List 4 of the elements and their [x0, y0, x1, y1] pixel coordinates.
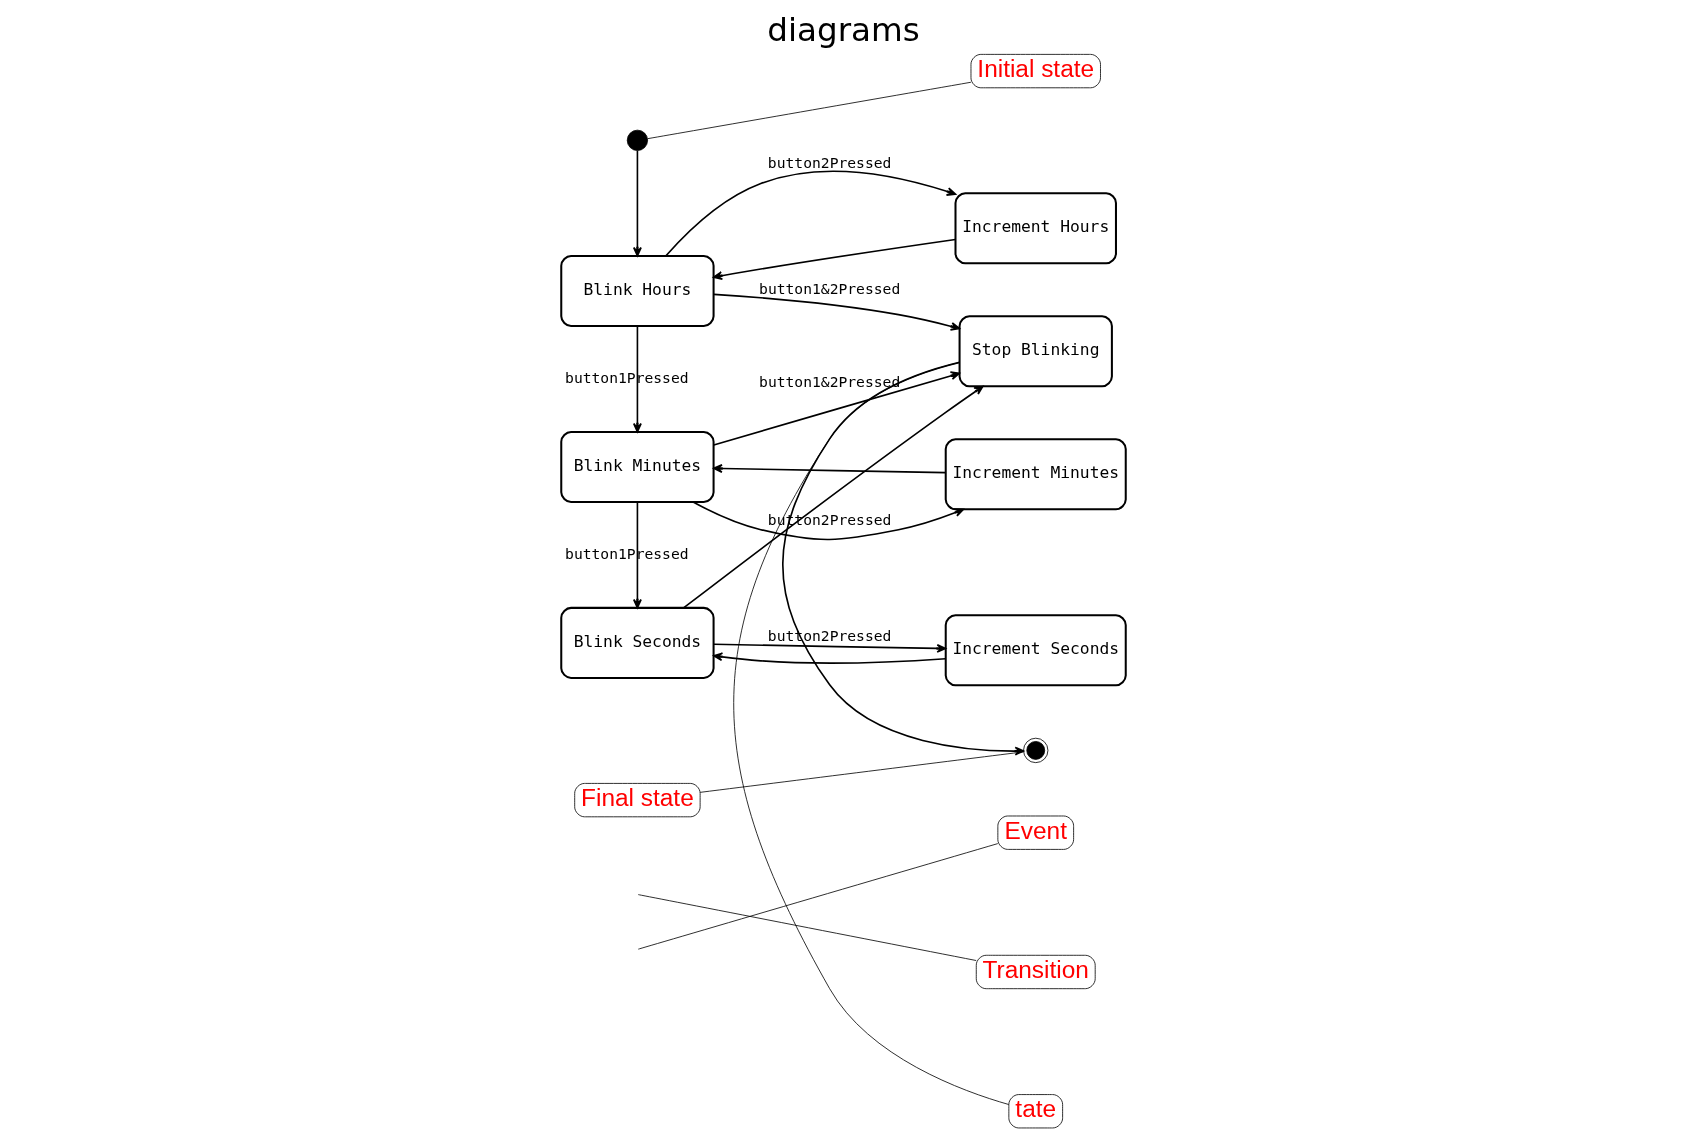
diagram-title: diagrams — [767, 11, 920, 50]
edge-label: button2Pressed — [767, 153, 892, 171]
edge-label: button1&2Pressed — [759, 373, 901, 391]
edge-label: button1&2Pressed — [759, 279, 901, 297]
